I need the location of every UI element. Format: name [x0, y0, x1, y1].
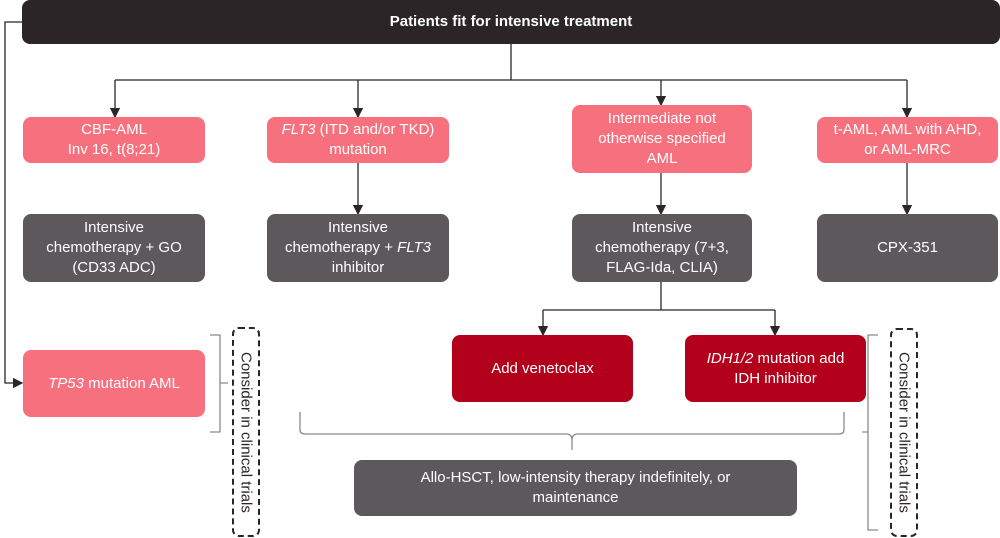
clinical-trials-label-left: Consider in clinical trials	[232, 327, 260, 537]
flt3-mutation-box: FLT3 (ITD and/or TKD) mutation	[267, 117, 449, 163]
tp53-label: TP53 mutation AML	[48, 374, 180, 394]
t-aml-box: t-AML, AML with AHD, or AML-MRC	[817, 117, 998, 163]
arrow-tp53	[4, 21, 24, 389]
flt3-mutation-text: (ITD and/or TKD) mutation	[319, 121, 435, 158]
cbf-aml-label: CBF-AML Inv 16, t(8;21)	[67, 121, 161, 158]
tp53-box: TP53 mutation AML	[23, 350, 205, 417]
brace-left	[210, 334, 228, 433]
tp53-italic: TP53	[48, 374, 84, 392]
brace-bottom	[299, 412, 845, 450]
flt3-treatment-label: Intensive chemotherapy + FLT3 inhibitor	[285, 218, 431, 278]
t-aml-label: t-AML, AML with AHD, or AML-MRC	[833, 121, 982, 158]
venetoclax-label: Add venetoclax	[491, 359, 594, 377]
allo-hsct-box: Allo-HSCT, low-intensity therapy indefin…	[354, 460, 797, 516]
flt3-mutation-label: FLT3 (ITD and/or TKD) mutation	[282, 120, 435, 160]
header-title: Patients fit for intensive treatment	[389, 13, 633, 30]
flt3-treatment-pre: Intensive chemotherapy +	[284, 219, 393, 256]
intermediate-treatment-box: Intensive chemotherapy (7+3, FLAG-Ida, C…	[572, 214, 752, 282]
cbf-treatment-box: Intensive chemotherapy + GO (CD33 ADC)	[23, 214, 205, 282]
brace-right	[862, 334, 878, 531]
cbf-treatment-label: Intensive chemotherapy + GO (CD33 ADC)	[46, 219, 182, 276]
flt3-treatment-post: inhibitor	[331, 259, 385, 276]
allo-hsct-label: Allo-HSCT, low-intensity therapy indefin…	[420, 469, 731, 506]
intermediate-aml-box: Intermediate not otherwise specified AML	[572, 105, 752, 173]
clinical-trials-text-left: Consider in clinical trials	[237, 351, 255, 513]
idh-box: IDH1/2 mutation add IDH inhibitor	[685, 335, 866, 402]
flt3-italic: FLT3	[281, 121, 316, 138]
cbf-aml-box: CBF-AML Inv 16, t(8;21)	[23, 117, 205, 163]
idh-text: mutation add IDH inhibitor	[734, 349, 845, 387]
venetoclax-box: Add venetoclax	[452, 335, 633, 402]
intermediate-aml-label: Intermediate not otherwise specified AML	[598, 110, 726, 167]
idh-italic: IDH1/2	[706, 349, 754, 367]
cpx-treatment-box: CPX-351	[817, 214, 998, 282]
idh-label: IDH1/2 mutation add IDH inhibitor	[707, 349, 845, 389]
cpx-treatment-label: CPX-351	[877, 239, 938, 256]
flt3-treatment-italic: FLT3	[397, 239, 432, 256]
header-box: Patients fit for intensive treatment	[22, 0, 1000, 44]
clinical-trials-text-right: Consider in clinical trials	[895, 352, 913, 513]
clinical-trials-label-right: Consider in clinical trials	[890, 328, 918, 537]
flt3-treatment-box: Intensive chemotherapy + FLT3 inhibitor	[267, 214, 449, 282]
tp53-text: mutation AML	[83, 374, 180, 392]
intermediate-treatment-label: Intensive chemotherapy (7+3, FLAG-Ida, C…	[595, 219, 729, 276]
